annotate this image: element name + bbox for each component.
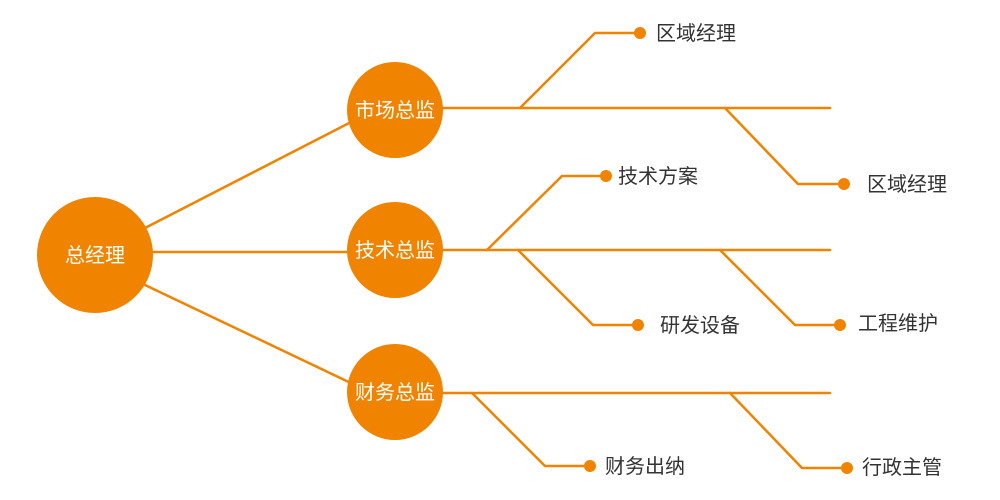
leaf-rd-equipment: 研发设备 <box>632 313 740 337</box>
director-circle-tech <box>347 202 443 298</box>
leaf-dot <box>632 319 644 331</box>
leaf-label: 技术方案 <box>618 164 698 188</box>
leaf-dot <box>634 27 646 39</box>
leaf-label: 区域经理 <box>656 21 736 45</box>
branch-market-up <box>518 31 640 110</box>
connector-root-finance <box>143 283 357 387</box>
leaf-admin-supervisor: 行政主管 <box>841 455 942 479</box>
leaf-finance-cashier: 财务出纳 <box>584 454 685 478</box>
branch-finance-down-1 <box>470 391 590 468</box>
director-label-finance: 财务总监 <box>355 380 435 404</box>
director-label-market: 市场总监 <box>355 98 435 122</box>
branch-finance-down-2 <box>728 391 847 470</box>
leaf-dot <box>600 170 612 182</box>
branch-lines <box>438 31 847 470</box>
leaf-regional-manager-1: 区域经理 <box>634 21 736 45</box>
root-connectors <box>143 118 357 387</box>
director-node-market: 市场总监 <box>347 62 443 158</box>
leaf-tech-solution: 技术方案 <box>600 164 698 188</box>
leaf-dot <box>838 178 850 190</box>
director-node-finance: 财务总监 <box>347 344 443 440</box>
leaf-label: 区域经理 <box>867 172 947 196</box>
branch-tech-down-1 <box>516 248 638 327</box>
leaf-dot <box>841 462 853 474</box>
connector-root-market <box>143 118 357 230</box>
director-label-tech: 技术总监 <box>355 238 435 262</box>
leaf-engineering-maintenance: 工程维护 <box>834 311 938 335</box>
root-label: 总经理 <box>65 243 125 267</box>
director-node-tech: 技术总监 <box>347 202 443 298</box>
leaf-label: 研发设备 <box>660 313 740 337</box>
leaf-dot <box>584 460 596 472</box>
leaf-label: 工程维护 <box>858 311 938 335</box>
leaf-regional-manager-2: 区域经理 <box>838 172 947 196</box>
branch-market-down <box>723 106 844 186</box>
root-circle <box>37 197 153 313</box>
branch-tech-down-2 <box>718 248 840 327</box>
leaf-label: 财务出纳 <box>605 454 685 478</box>
root-node: 总经理 <box>37 197 153 313</box>
branch-tech-up <box>485 174 606 252</box>
director-circle-market <box>347 62 443 158</box>
leaf-dot <box>834 319 846 331</box>
leaf-label: 行政主管 <box>862 455 942 479</box>
director-circle-finance <box>347 344 443 440</box>
